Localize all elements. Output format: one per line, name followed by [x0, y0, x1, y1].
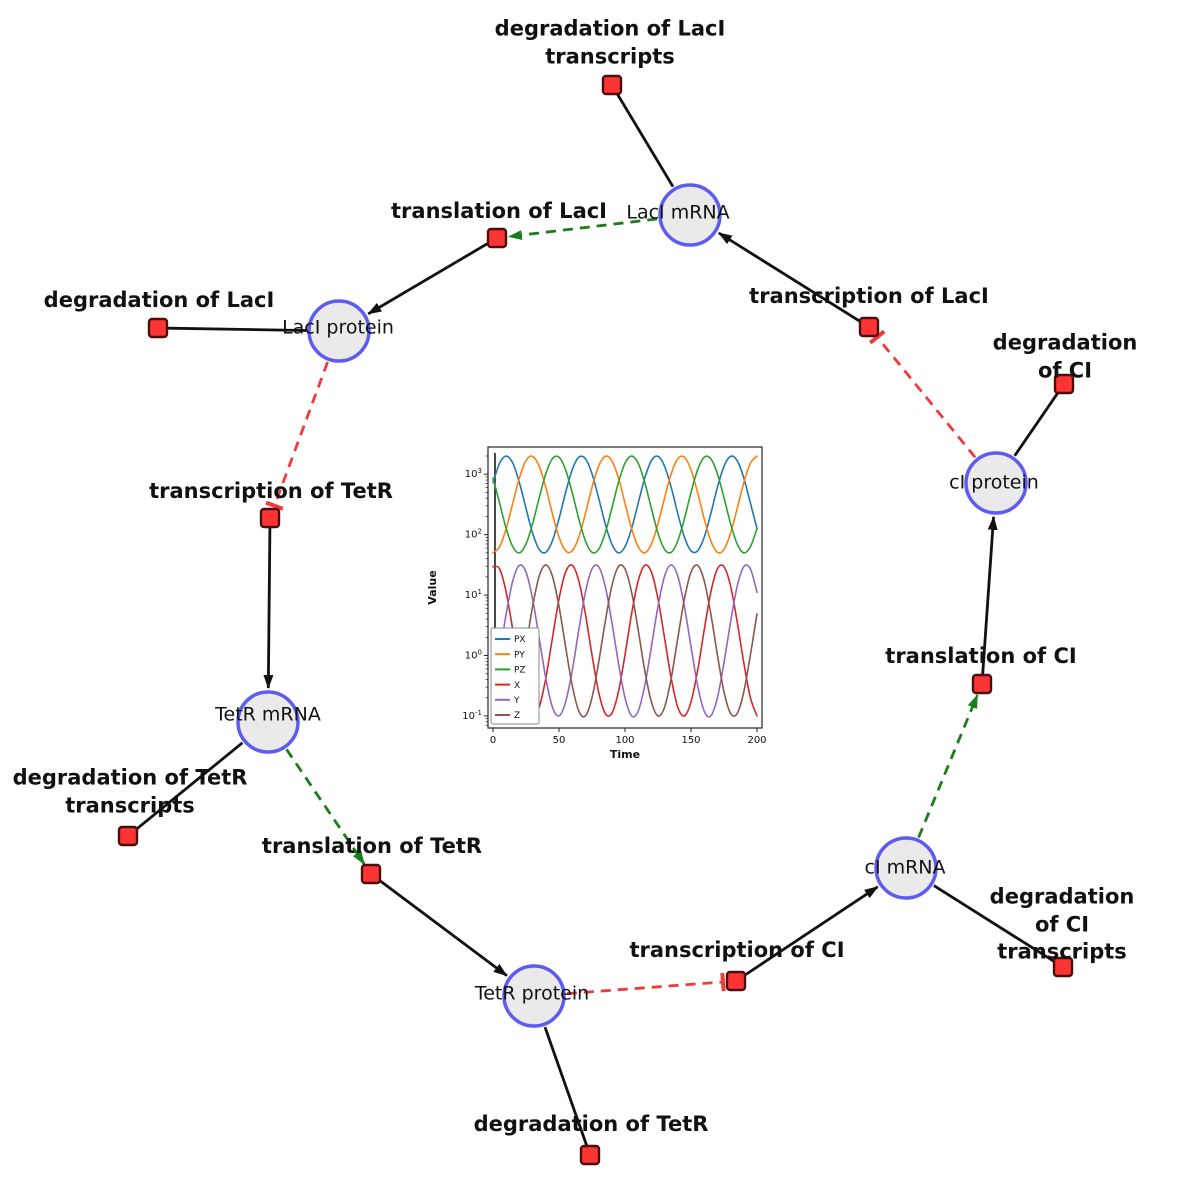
legend-label-PY: PY: [514, 650, 525, 660]
x-tick-label: 50: [553, 735, 566, 746]
edges-layer: [134, 92, 1060, 1147]
reaction-node-transcription-laci[interactable]: [858, 316, 880, 338]
species-node-laci-protein[interactable]: [307, 299, 371, 363]
edge-tetr-protein-deg-tetr: [543, 1026, 589, 1147]
edge-transcription-ci-to-ci-mrna: [743, 885, 879, 977]
legend-label-Y: Y: [513, 696, 520, 706]
reaction-node-deg-laci[interactable]: [147, 317, 169, 339]
edge-laci-mrna-activates-translation-laci: [507, 217, 658, 241]
edge-ci-protein-deg-ci: [1013, 391, 1060, 457]
species-node-tetr-protein[interactable]: [502, 964, 566, 1028]
edge-laci-protein-deg-laci: [167, 326, 307, 332]
reaction-nodes-layer: [117, 74, 1075, 1166]
species-node-ci-mrna[interactable]: [874, 836, 938, 900]
edge-tetr-mrna-deg-transcripts: [134, 741, 244, 831]
series-PX: [492, 455, 758, 554]
edge-translation-tetr-to-tetr-protein: [378, 878, 508, 977]
edge-ci-mrna-activates-translation-ci: [917, 694, 979, 839]
legend-label-PZ: PZ: [514, 666, 526, 676]
reaction-node-deg-tetr[interactable]: [579, 1144, 601, 1166]
reaction-node-translation-tetr[interactable]: [360, 863, 382, 885]
species-nodes-layer: [236, 183, 1028, 1028]
species-node-tetr-mrna[interactable]: [236, 690, 300, 754]
reaction-node-translation-laci[interactable]: [486, 227, 508, 249]
series-Y: [492, 564, 758, 718]
edge-laci-mrna-deg-transcripts: [615, 92, 675, 188]
y-tick-label: 102: [465, 528, 482, 541]
reaction-node-deg-tetr-transcripts[interactable]: [117, 825, 139, 847]
reaction-node-translation-ci[interactable]: [971, 673, 993, 695]
edge-transcription-tetr-to-tetr-mrna: [263, 527, 274, 689]
x-tick-label: 200: [747, 735, 766, 746]
series-PY: [492, 455, 758, 554]
reaction-node-deg-ci-transcripts[interactable]: [1052, 956, 1074, 978]
reaction-node-deg-laci-transcripts[interactable]: [601, 74, 623, 96]
edge-translation-laci-to-laci-protein: [367, 241, 490, 316]
species-node-ci-protein[interactable]: [964, 451, 1028, 515]
legend-label-PX: PX: [514, 635, 526, 645]
legend-label-Z: Z: [514, 711, 520, 721]
edge-laci-protein-inhibits-transcription-tetr: [265, 361, 329, 511]
y-tick-label: 10-1: [462, 709, 482, 722]
x-tick-label: 100: [615, 735, 634, 746]
y-tick-label: 100: [465, 648, 482, 661]
y-axis-label: Value: [426, 570, 439, 604]
legend-label-X: X: [514, 681, 520, 691]
y-tick-label: 103: [465, 467, 482, 480]
species-node-laci-mrna[interactable]: [658, 183, 722, 247]
edge-transcription-laci-to-laci-mrna: [717, 231, 862, 323]
reaction-node-deg-ci[interactable]: [1053, 373, 1075, 395]
x-tick-label: 150: [681, 735, 700, 746]
edge-tetr-mrna-activates-translation-tetr: [285, 748, 366, 865]
y-tick-label: 101: [465, 588, 482, 601]
edge-ci-protein-inhibits-transcription-laci: [868, 329, 977, 459]
reaction-node-transcription-ci[interactable]: [725, 970, 747, 992]
edge-ci-mrna-deg-transcripts: [933, 884, 1056, 963]
x-tick-label: 0: [490, 735, 496, 746]
series-PZ: [492, 455, 758, 554]
series-Z: [492, 564, 758, 718]
edge-tetr-protein-inhibits-transcription-ci: [566, 972, 726, 995]
x-axis-label: Time: [610, 748, 640, 761]
edge-translation-ci-to-ci-protein: [981, 515, 998, 675]
reaction-node-transcription-tetr[interactable]: [259, 507, 281, 529]
